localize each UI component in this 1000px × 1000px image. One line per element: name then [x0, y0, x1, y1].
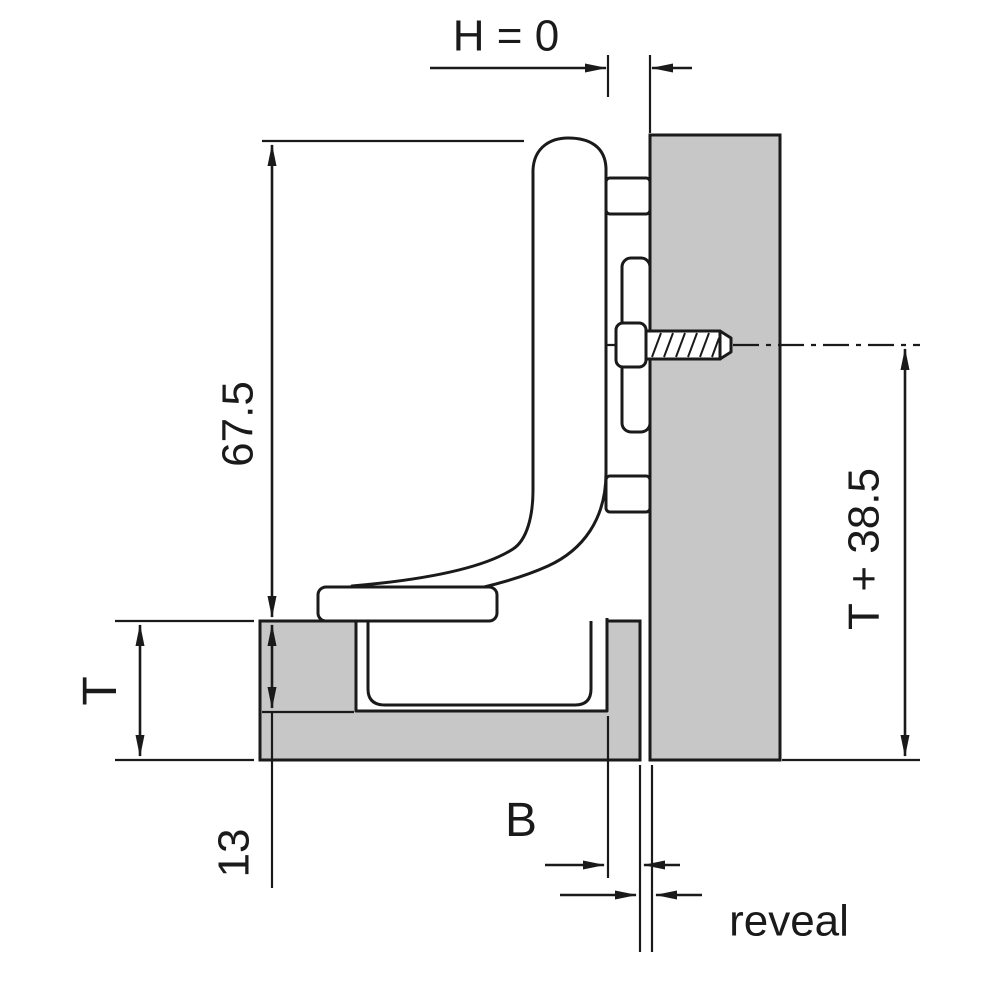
label-t-plus-38-5: T + 38.5: [839, 468, 888, 630]
screw-head: [614, 321, 648, 369]
arm-hook-bottom: [604, 474, 652, 514]
cabinet-slab: [648, 133, 782, 762]
label-13: 13: [209, 829, 258, 878]
dimension-labels: H = 0 67.5 T 13 B reveal T + 38.5: [74, 11, 889, 945]
hinge-arm: [350, 136, 608, 609]
cabinet-panel: [648, 133, 782, 762]
screw-threads: [651, 332, 720, 358]
hinge-cup-flange: [316, 585, 499, 623]
arm-hook-top: [604, 176, 652, 216]
extension-lines: [115, 55, 920, 952]
label-door-thickness-t: T: [74, 676, 127, 705]
hinge-cup: [366, 621, 593, 707]
mounting-screw: [614, 321, 733, 369]
screw-tip: [718, 329, 733, 361]
label-boring-distance-b: B: [505, 794, 537, 847]
label-reveal: reveal: [729, 896, 849, 945]
label-h-equals-0: H = 0: [453, 11, 559, 60]
dimension-lines: [135, 63, 910, 900]
label-67-5: 67.5: [213, 381, 262, 467]
